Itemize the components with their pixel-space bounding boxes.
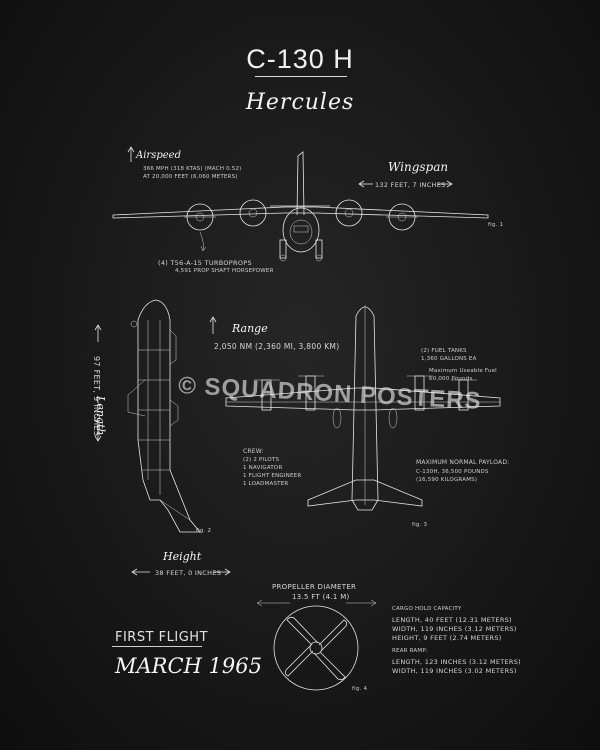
first-flight-value: MARCH 1965 xyxy=(115,654,262,678)
range-label: Range xyxy=(232,322,268,335)
propeller-dimension xyxy=(256,599,377,607)
length-dimension xyxy=(94,324,102,442)
crew-item-3: 1 FLIGHT ENGINEER xyxy=(243,473,302,479)
ramp-width: WIDTH, 119 INCHES (3.02 METERS) xyxy=(392,667,517,675)
cargo-length: LENGTH, 40 FEET (12.31 METERS) xyxy=(392,616,512,624)
height-label: Height xyxy=(163,550,202,563)
title-underline xyxy=(255,76,347,77)
first-flight-label: FIRST FLIGHT xyxy=(115,630,209,645)
top-view-drawing xyxy=(225,305,501,511)
airspeed-label: Airspeed xyxy=(136,150,181,161)
crew-item-2: 1 NAVIGATOR xyxy=(243,465,283,471)
engines-line2: 4,591 PROP SHAFT HORSEPOWER xyxy=(175,268,274,274)
crew-label: CREW: xyxy=(243,448,264,455)
ramp-length: LENGTH, 123 INCHES (3.12 METERS) xyxy=(392,658,522,666)
front-view-drawing xyxy=(112,151,489,262)
cargo-label: CARGO HOLD CAPACITY xyxy=(392,606,462,612)
airspeed-line1: 366 MPH (318 KTAS) (MACH 0.52) xyxy=(143,166,242,172)
crew-item-4: 1 LOADMASTER xyxy=(243,481,289,487)
payload-label: MAXIMUM NORMAL PAYLOAD: xyxy=(416,459,510,466)
fig-label-prop: fig. 4 xyxy=(352,686,368,692)
fig-label-front: fig. 1 xyxy=(488,222,504,228)
height-dimension xyxy=(131,568,231,576)
fuel-line1: (2) FUEL TANKS xyxy=(421,348,467,354)
fuel-line4: 60,000 Pounds xyxy=(429,376,473,382)
title: C-130 H xyxy=(246,44,354,74)
cargo-height: HEIGHT, 9 FEET (2.74 METERS) xyxy=(392,634,502,642)
wingspan-label: Wingspan xyxy=(388,160,449,174)
wingspan-arrows xyxy=(358,180,453,188)
airspeed-arrow xyxy=(127,146,135,162)
propeller-drawing xyxy=(273,605,359,691)
payload-line1: C-130H, 36,500 POUNDS xyxy=(416,469,489,475)
cargo-width: WIDTH, 119 INCHES (3.12 METERS) xyxy=(392,625,517,633)
range-value: 2,050 NM (2,360 MI, 3,800 KM) xyxy=(214,342,340,351)
engines-line1: (4) T56-A-15 TURBOPROPS xyxy=(158,259,252,267)
side-view-drawing xyxy=(127,299,201,533)
propeller-value: 13.5 FT (4.1 M) xyxy=(292,593,350,601)
fig-label-side: fig. 2 xyxy=(196,528,212,534)
airspeed-line2: AT 20,000 FEET (6,060 METERS) xyxy=(143,174,238,180)
fig-label-top: fig. 3 xyxy=(412,522,428,528)
height-value: 38 FEET, 0 INCHES xyxy=(155,569,222,577)
ramp-label: REAR RAMP: xyxy=(392,648,428,654)
wingspan-value: 132 FEET, 7 INCHES xyxy=(375,181,446,189)
first-flight-underline xyxy=(112,646,202,647)
crew-item-1: (2) 2 PILOTS xyxy=(243,457,280,463)
fuel-line3: Maximum Useable Fuel xyxy=(429,368,497,374)
fuel-line2: 1,360 GALLONS EA xyxy=(421,356,477,362)
range-arrow xyxy=(209,316,217,334)
propeller-label: PROPELLER DIAMETER xyxy=(272,583,357,591)
subtitle: Hercules xyxy=(245,90,355,115)
payload-line2: (16,590 KILOGRAMS) xyxy=(416,477,478,483)
